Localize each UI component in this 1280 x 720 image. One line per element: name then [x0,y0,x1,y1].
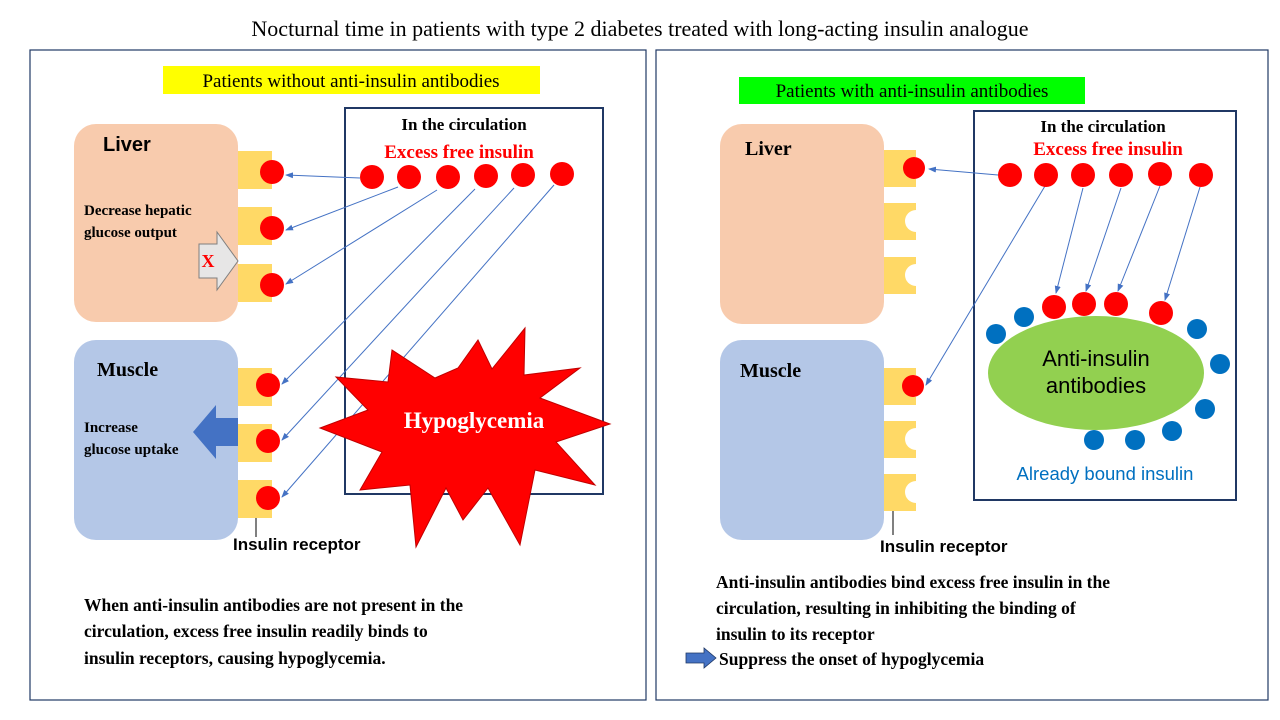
left-caption-line3: insulin receptors, causing hypoglycemia. [84,648,386,668]
left-liver-label: Liver [103,134,151,156]
left-heading-highlight [163,66,540,94]
receptor [884,203,927,240]
free-insulin-dot [360,165,384,189]
left-caption-line2: circulation, excess free insulin readily… [84,621,428,641]
already-bound-insulin-dot [1125,430,1145,450]
already-bound-insulin-dot [1084,430,1104,450]
figure-title: Nocturnal time in patients with type 2 d… [251,16,1028,41]
bound-insulin-dot [260,160,284,184]
right-heading: Patients with anti-insulin antibodies [776,81,1049,102]
already-bound-insulin-dot [1210,354,1230,374]
left-muscle-organ [74,340,238,540]
already-bound-insulin-dot [1195,399,1215,419]
binding-arrow [281,187,515,441]
binding-arrow [928,166,999,176]
uptake-arrow [193,405,238,459]
left-circulation-label: In the circulation [401,115,527,134]
captured-insulin-dot [1072,292,1096,316]
already-bound-insulin-dot [1162,421,1182,441]
right-muscle-organ [720,340,884,540]
antibody-label-line1: Anti-insulin [1042,346,1150,371]
left-muscle-effect-line2: glucose uptake [84,442,179,458]
bound-insulin-dot [256,373,280,397]
binding-arrow [285,186,399,231]
bound-insulin-dot [902,375,924,397]
right-caption-line3: insulin to its receptor [716,624,875,644]
left-caption-line1: When anti-insulin antibodies are not pre… [84,595,463,615]
receptor [884,474,927,511]
hypoglycemia-burst [318,326,612,549]
antibody-label-line2: antibodies [1046,373,1146,398]
right-circulation-label: In the circulation [1040,117,1166,136]
left-receptor-label: Insulin receptor [233,535,361,554]
right-muscle-label: Muscle [740,360,801,382]
binding-arrow [1085,187,1122,292]
free-insulin-dot [474,164,498,188]
captured-insulin-dot [1149,301,1173,325]
right-caption-line1: Anti-insulin antibodies bind excess free… [716,572,1110,592]
left-excess-label: Excess free insulin [384,142,534,163]
right-receptor-label: Insulin receptor [880,537,1008,556]
bound-insulin-dot [260,216,284,240]
free-insulin-dot [1148,162,1172,186]
free-insulin-dot [550,162,574,186]
binding-arrow [1117,185,1161,292]
left-heading: Patients without anti-insulin antibodies [202,71,499,92]
free-insulin-dot [998,163,1022,187]
binding-arrow [285,172,361,179]
already-bound-insulin-dot [986,324,1006,344]
right-excess-label: Excess free insulin [1033,139,1183,160]
right-liver-organ [720,124,884,324]
bound-insulin-dot [260,273,284,297]
free-insulin-dot [397,165,421,189]
bound-insulin-dot [256,429,280,453]
already-bound-insulin-dot [1014,307,1034,327]
left-liver-effect-line2: glucose output [84,225,177,241]
right-panel: Patients with anti-insulin antibodies Li… [655,49,1269,701]
captured-insulin-dot [1042,295,1066,319]
receptor [884,257,927,294]
already-bound-insulin-dot [1187,319,1207,339]
left-muscle-effect-line1: Increase [84,420,138,436]
binding-arrow [281,188,476,385]
left-liver-organ [74,124,238,322]
free-insulin-dot [1071,163,1095,187]
free-insulin-dot [511,163,535,187]
right-heading-highlight [739,77,1085,104]
left-liver-effect-line1: Decrease hepatic [84,203,192,219]
burst-label: Hypoglycemia [404,408,545,433]
blocked-mark: X [202,251,215,271]
receptor [884,421,927,458]
binding-arrow [1054,187,1084,294]
outcome-arrow-icon [685,647,717,669]
antibody-ellipse [988,316,1204,430]
right-caption-line2: circulation, resulting in inhibiting the… [716,598,1076,618]
captured-insulin-dot [1104,292,1128,316]
bound-insulin-dot [903,157,925,179]
bound-insulin-dot [256,486,280,510]
free-insulin-dot [1109,163,1133,187]
already-bound-label: Already bound insulin [1017,463,1194,484]
free-insulin-dot [436,165,460,189]
blocked-output-arrow [198,230,239,292]
right-liver-label: Liver [745,138,792,160]
binding-arrow [285,189,438,285]
binding-arrow [1164,186,1201,301]
left-muscle-label: Muscle [97,359,158,381]
left-panel: Patients without anti-insulin antibodies… [29,49,647,701]
outcome-text: Suppress the onset of hypoglycemia [719,649,984,669]
binding-arrow [925,185,1046,386]
binding-arrow [281,184,555,498]
free-insulin-dot [1189,163,1213,187]
free-insulin-dot [1034,163,1058,187]
